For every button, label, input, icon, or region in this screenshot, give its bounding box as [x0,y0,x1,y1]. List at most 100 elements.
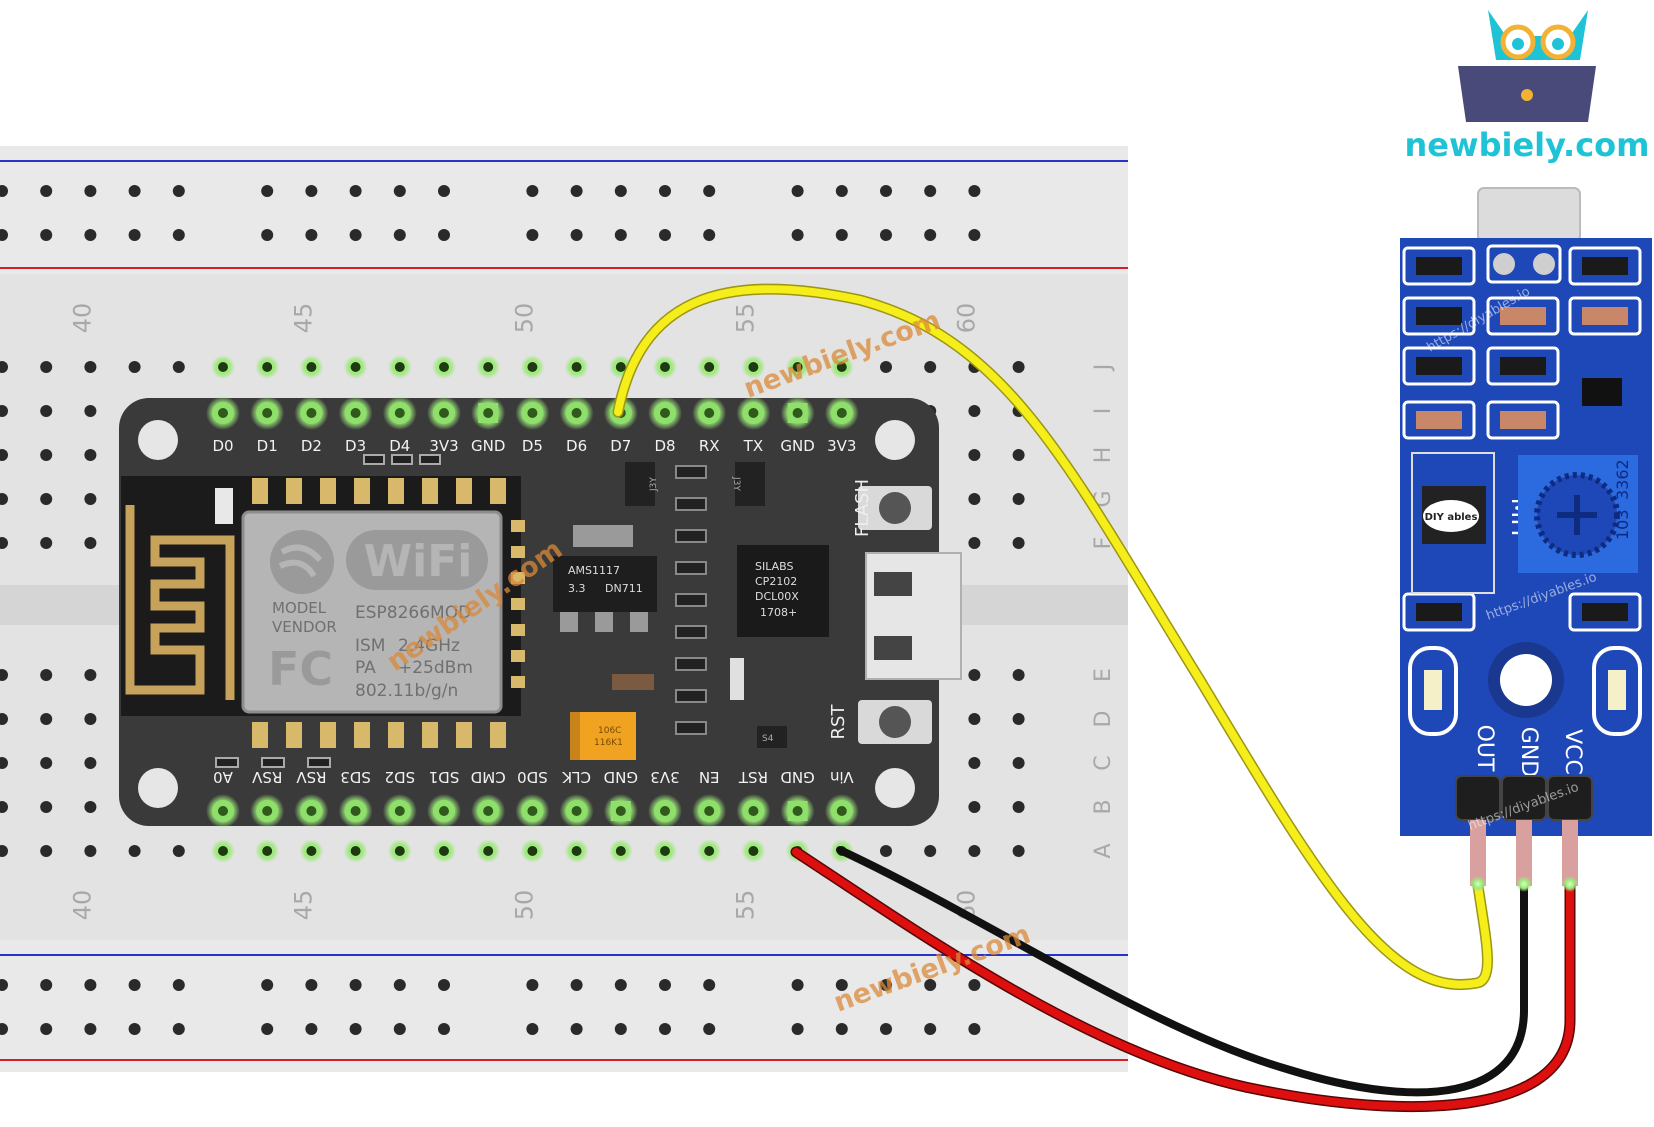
rail-hole [659,979,671,991]
breadboard-hole [0,757,8,769]
pin-label: Vin [830,768,854,786]
module-pad [490,478,506,504]
breadboard-hole [1012,449,1025,461]
pin-hole [836,408,847,418]
pin-hole [836,806,847,816]
pin-hole [571,408,582,418]
smd-resistor [675,593,707,607]
breadboard-hole [1012,757,1025,769]
module-pad [511,676,525,688]
rail-hole [835,1023,848,1035]
column-number: 60 [952,303,980,334]
sensor-smd-part [1416,257,1462,275]
wire-end-glow [1562,876,1578,892]
active-hole-center [483,362,494,372]
usb-serial-chip: SILABS CP2102 DCL00X 1708+ [737,545,829,637]
pin-label: GND [604,768,638,786]
rail-hole [880,979,892,991]
rail-hole [880,185,892,197]
rail-hole [0,229,8,241]
pa-label: PA [355,658,376,678]
rail-hole [703,979,716,991]
breadboard-hole [0,405,8,417]
active-hole-center [660,846,670,856]
breadboard-hole [84,801,97,813]
pcb-antenna [125,505,235,700]
fc-mark: FC [268,642,333,696]
sensitivity-potentiometer[interactable]: 103 3362 [1518,455,1638,573]
active-hole-center [792,362,803,372]
module-pad [388,478,404,504]
pin-label: RSV [251,768,282,786]
row-letter: D [1091,711,1116,728]
rail-hole [570,229,583,241]
breadboard-hole [84,537,97,549]
sensor-smd-part [1416,603,1462,621]
breadboard-hole [968,669,981,681]
breadboard-hole [0,449,8,461]
module-pad [354,722,370,748]
sensor-smd-outline [1402,346,1476,386]
pin-label: SD3 [340,768,371,786]
rst-button[interactable]: RST [828,700,932,744]
pin-label: D4 [389,437,410,455]
flash-label: FLASH [852,479,873,537]
module-pad [490,722,506,748]
rail-hole [835,229,848,241]
cp2102-body [737,545,829,637]
active-hole-center [704,362,715,372]
breadboard-hole [40,757,53,769]
sensor-transistor [1582,378,1622,406]
active-hole-center [571,362,582,372]
rail-hole [40,185,53,197]
active-hole-center [394,846,405,856]
pin-label: D3 [345,437,366,455]
flash-button[interactable]: FLASH [852,479,932,537]
rail-hole [614,229,627,241]
sensor-pin-label-out: OUT [1472,725,1497,772]
rail-hole [84,979,97,991]
module-pad [511,520,525,532]
breadboard-hole [968,801,981,813]
rail-hole [393,1023,406,1035]
pot-sub: 3362 [1613,459,1632,500]
active-hole-center [704,846,715,856]
micro-usb-port[interactable] [865,552,962,680]
rail-hole [924,1023,937,1035]
smd-resistor [261,757,285,768]
pin-hole [306,408,317,418]
pin-hole [792,408,803,418]
pin-hole [218,806,228,816]
smd-label-c: S4 [762,734,774,744]
pin-hole [527,408,538,418]
newbiely-logo[interactable]: newbiely.com [1405,10,1650,164]
active-hole-center [218,362,228,372]
column-number: 45 [289,890,317,921]
active-hole-center [350,846,361,856]
module-pad [252,478,268,504]
wire-end-glow [1470,876,1486,892]
pin-hole [615,806,626,816]
rail-hole [84,185,97,197]
cp2102-line2: CP2102 [755,575,797,588]
breadboard-hole [880,361,892,373]
breadboard-hole [84,845,97,857]
breadboard-hole [1012,845,1025,857]
rst-label: RST [828,704,849,740]
pin-label: D5 [522,437,543,455]
breadboard-hole [40,493,53,505]
smd-label-a: J3Y [649,477,659,492]
rail-hole [438,1023,450,1035]
pin-hole [306,806,317,816]
breadboard-hole [40,537,53,549]
breadboard-hole [924,361,937,373]
rail-hole [305,979,318,991]
breadboard-hole [84,669,97,681]
active-hole-center [306,362,317,372]
sound-sensor-module: DIY ables MH 103 3362 OUT GND VCC https:… [1400,187,1652,886]
cp2102-line3: DCL00X [755,590,799,603]
breadboard-hole [0,361,8,373]
breadboard-hole [84,449,97,461]
active-hole-center [218,846,228,856]
